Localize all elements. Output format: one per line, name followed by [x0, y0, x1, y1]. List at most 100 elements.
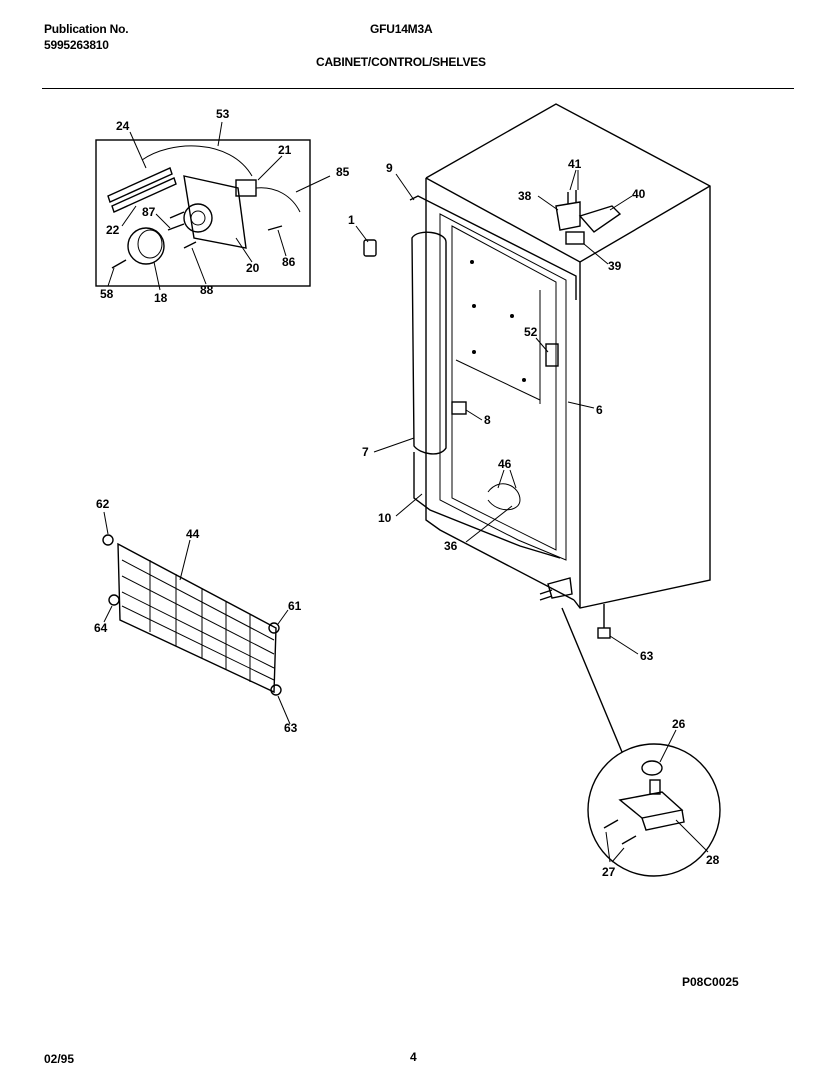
leader-61 — [277, 609, 289, 625]
callout-26: 26 — [672, 717, 686, 731]
control-assembly-inset: 24 53 21 85 87 22 20 86 88 18 58 — [95, 107, 350, 305]
breaker-strip-10 — [413, 452, 561, 559]
hinge-screw-27a — [603, 819, 619, 829]
screw-87a — [167, 223, 185, 231]
screw-86 — [267, 225, 283, 231]
leveling-leg-foot — [597, 627, 611, 639]
cabinet-front-frame — [425, 178, 575, 601]
callout-28: 28 — [706, 853, 720, 867]
hinge-bushing-26 — [641, 760, 663, 776]
leader-46a — [497, 469, 505, 489]
leader-27b — [611, 847, 625, 863]
leader-64 — [103, 605, 113, 623]
shelf-support-63 — [270, 684, 282, 696]
callout-21: 21 — [278, 143, 292, 157]
shelf-wire — [121, 605, 275, 681]
header-rule — [42, 88, 794, 89]
callout-22: 22 — [106, 223, 120, 237]
hinge-screw-27b — [621, 835, 637, 845]
shelf-wire — [121, 575, 275, 655]
callout-39: 39 — [608, 259, 622, 273]
detail-pointer-line — [561, 607, 623, 753]
callout-63-leg: 63 — [640, 649, 654, 663]
publication-label: Publication No. — [44, 22, 129, 36]
publication-number: 5995263810 — [44, 38, 109, 52]
control-shaft-ring — [183, 203, 213, 233]
callout-36: 36 — [444, 539, 458, 553]
shelf-clip — [510, 314, 514, 318]
leader-7 — [373, 437, 415, 453]
callout-38: 38 — [518, 189, 532, 203]
leader-9 — [395, 173, 415, 201]
callout-24: 24 — [116, 119, 130, 133]
callout-44: 44 — [186, 527, 200, 541]
leader-18 — [153, 261, 161, 291]
control-knob — [127, 227, 165, 265]
callout-62: 62 — [96, 497, 110, 511]
hinge-bracket-edge — [641, 809, 685, 831]
leader-20 — [235, 237, 253, 263]
shelf-support-64 — [108, 594, 120, 606]
publication-date: 02/95 — [44, 1052, 75, 1066]
hinge-plate-38 — [555, 201, 581, 231]
callout-52: 52 — [524, 325, 538, 339]
leader-46b — [509, 469, 517, 489]
leader-87 — [155, 213, 171, 229]
leader-10 — [395, 493, 423, 517]
callout-7: 7 — [362, 445, 369, 459]
liner-back-line — [455, 359, 541, 401]
screw-88 — [183, 241, 197, 249]
screw-87b — [169, 211, 185, 219]
leader-44 — [179, 539, 191, 581]
section-title: CABINET/CONTROL/SHELVES — [316, 55, 486, 69]
shelf-frame — [117, 542, 277, 694]
shelf-assembly: 44 62 64 61 63 — [94, 497, 302, 735]
cabinet-outer — [425, 103, 711, 609]
leader-26 — [659, 729, 677, 763]
screw-58 — [111, 259, 127, 269]
heater-bar — [107, 167, 173, 203]
bracket-1 — [363, 239, 377, 257]
control-knob-face — [137, 229, 163, 259]
leader-8 — [465, 409, 483, 421]
leader-27a — [605, 831, 611, 863]
leader-1 — [355, 225, 369, 243]
leader-40 — [609, 195, 633, 211]
callout-63-shelf: 63 — [284, 721, 298, 735]
callout-61: 61 — [288, 599, 302, 613]
shelf-clip — [472, 350, 476, 354]
callout-87: 87 — [142, 205, 156, 219]
leader-58 — [107, 267, 115, 287]
leader-52 — [535, 337, 549, 353]
callout-9: 9 — [386, 161, 393, 175]
shelf-clip — [522, 378, 526, 382]
leader-63-leg — [609, 635, 639, 655]
hinge-screw — [539, 589, 553, 595]
capillary-85 — [255, 187, 301, 213]
part-8 — [451, 401, 467, 415]
detail-circle — [587, 743, 721, 877]
leader-63-shelf — [277, 695, 291, 725]
model-number: GFU14M3A — [370, 22, 433, 36]
shelf-clip — [472, 304, 476, 308]
leader-53 — [217, 121, 223, 147]
callout-86: 86 — [282, 255, 296, 269]
shelf-clip — [470, 260, 474, 264]
wire-53 — [141, 145, 253, 177]
page-number: 4 — [410, 1050, 417, 1064]
hinge-screw — [539, 595, 553, 601]
leader-28 — [675, 819, 709, 853]
hinge-pin — [649, 779, 661, 795]
heater-bar-lower — [111, 177, 177, 213]
leader-24 — [129, 131, 147, 169]
figure-code: P08C0025 — [682, 975, 739, 989]
part-52 — [545, 343, 559, 367]
callout-85: 85 — [336, 165, 350, 179]
callout-46: 46 — [498, 457, 512, 471]
gasket-9 — [409, 195, 577, 300]
inset-frame — [95, 139, 311, 287]
leader-22 — [121, 205, 137, 227]
leader-86 — [277, 229, 287, 257]
hinge-bracket-28 — [618, 791, 684, 819]
callout-88: 88 — [200, 283, 214, 297]
